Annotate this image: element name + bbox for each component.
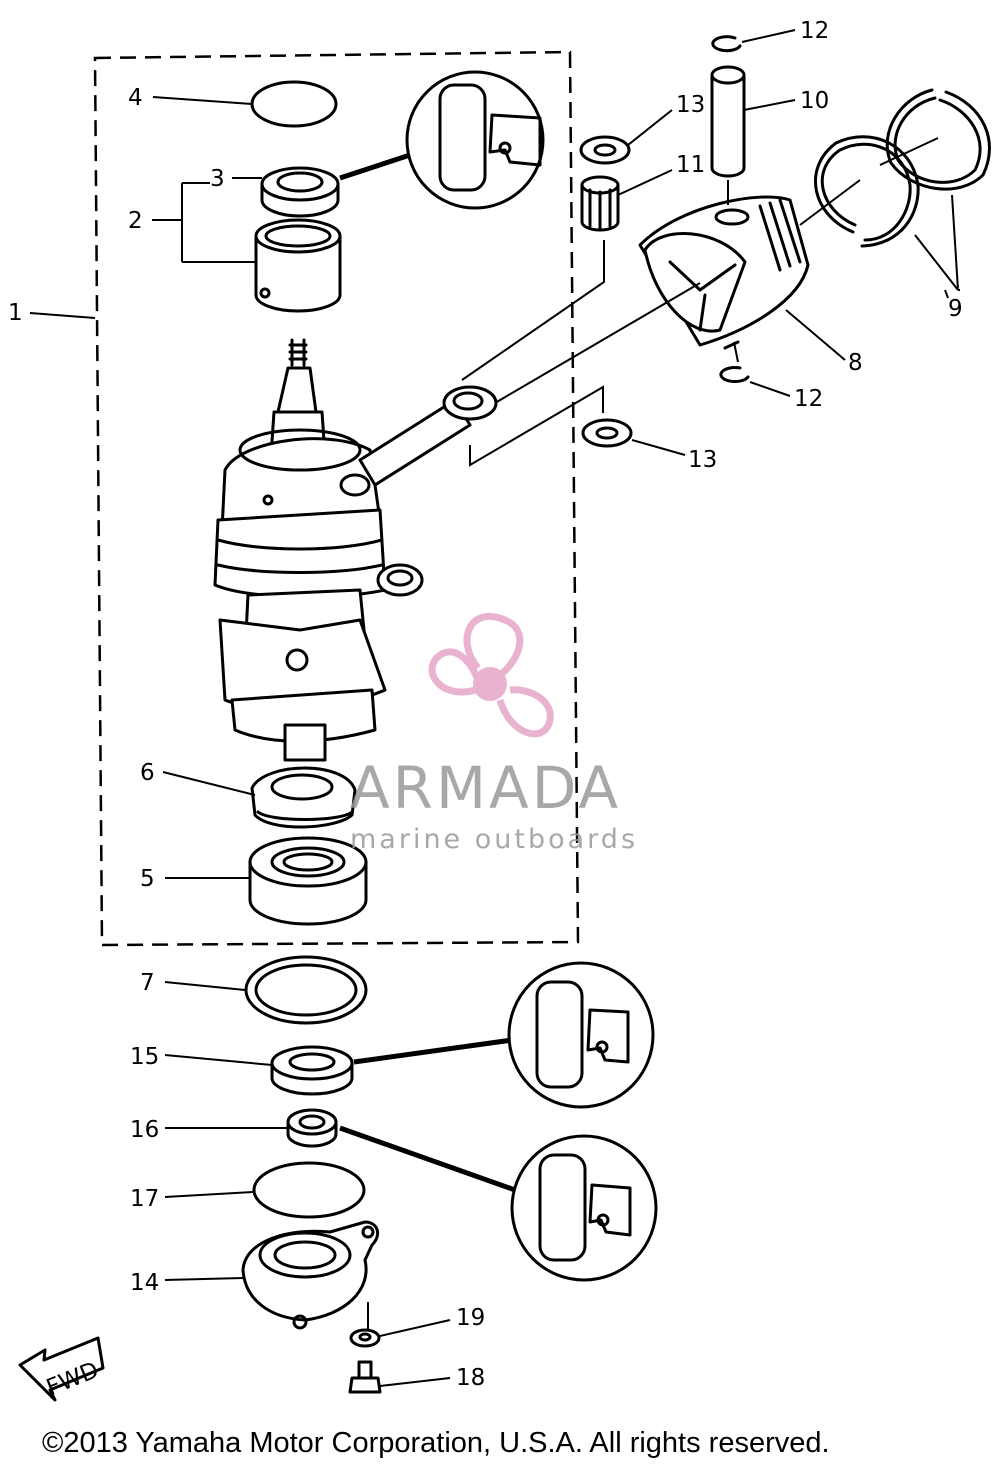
callout-9: 9 <box>948 296 963 322</box>
callout-6: 6 <box>140 760 155 786</box>
part-16-small-seal <box>286 1108 338 1148</box>
callout-12-bottom: 12 <box>794 386 823 412</box>
callout-17: 17 <box>130 1186 159 1212</box>
callout-10: 10 <box>800 88 829 114</box>
propeller-logo-icon <box>428 612 554 738</box>
callout-7: 7 <box>140 970 155 996</box>
watermark-tagline: marine outboards <box>350 824 638 855</box>
part-9-piston-ring-1 <box>813 135 920 248</box>
copyright-text: ©2013 Yamaha Motor Corporation, U.S.A. A… <box>42 1427 830 1459</box>
fwd-arrow: FWD <box>18 1336 105 1402</box>
callout-2: 2 <box>128 208 143 234</box>
part-5-ball-bearing <box>248 836 368 926</box>
leader-lines <box>29 29 960 1387</box>
part-7-gasket <box>244 955 368 1025</box>
part-19-washer <box>349 1328 381 1348</box>
part-12-clip-top <box>711 35 742 53</box>
part-9-piston-ring-2 <box>885 88 991 191</box>
callout-15: 15 <box>130 1044 159 1070</box>
detail-bubble-seal-top <box>339 70 545 210</box>
callout-3: 3 <box>210 166 225 192</box>
part-12-clip-bottom <box>719 366 750 383</box>
callout-18: 18 <box>456 1365 485 1391</box>
detail-bubble-seal-15 <box>353 961 655 1109</box>
callout-8: 8 <box>848 350 863 376</box>
callout-4: 4 <box>128 85 143 111</box>
watermark: ARMADA marine outboards <box>350 612 638 855</box>
callout-12-top: 12 <box>800 18 829 44</box>
connecting-rod <box>358 385 498 487</box>
callout-16: 16 <box>130 1117 159 1143</box>
callout-labels: 1 2 3 4 5 6 7 8 9 10 11 12 12 13 13 14 1… <box>8 18 963 1391</box>
callout-19: 19 <box>456 1305 485 1331</box>
part-11-needle-bearing <box>580 175 620 232</box>
assembly-boundary <box>93 50 580 947</box>
callout-5: 5 <box>140 866 155 892</box>
part-8-piston <box>638 195 810 350</box>
part-2-bearing <box>254 218 342 313</box>
part-14-lower-housing <box>241 1220 380 1330</box>
part-17-o-ring <box>252 1161 366 1219</box>
callout-11: 11 <box>676 152 705 178</box>
callout-13-bottom: 13 <box>688 447 717 473</box>
part-15-oil-seal <box>270 1045 354 1096</box>
part-13-washer-bottom <box>581 418 633 448</box>
callout-1: 1 <box>8 300 23 326</box>
callout-14: 14 <box>130 1270 159 1296</box>
part-18-bolt <box>348 1360 382 1394</box>
callout-13-top: 13 <box>676 92 705 118</box>
part-10-piston-pin <box>710 65 746 178</box>
part-13-washer-top <box>579 135 631 165</box>
part-3-oil-seal <box>260 166 340 218</box>
part-6-seal-housing <box>250 766 357 829</box>
detail-bubble-seal-16 <box>339 1125 658 1282</box>
part-4-o-ring <box>250 80 338 128</box>
crankshaft <box>213 338 424 762</box>
watermark-brand: ARMADA <box>350 754 621 822</box>
